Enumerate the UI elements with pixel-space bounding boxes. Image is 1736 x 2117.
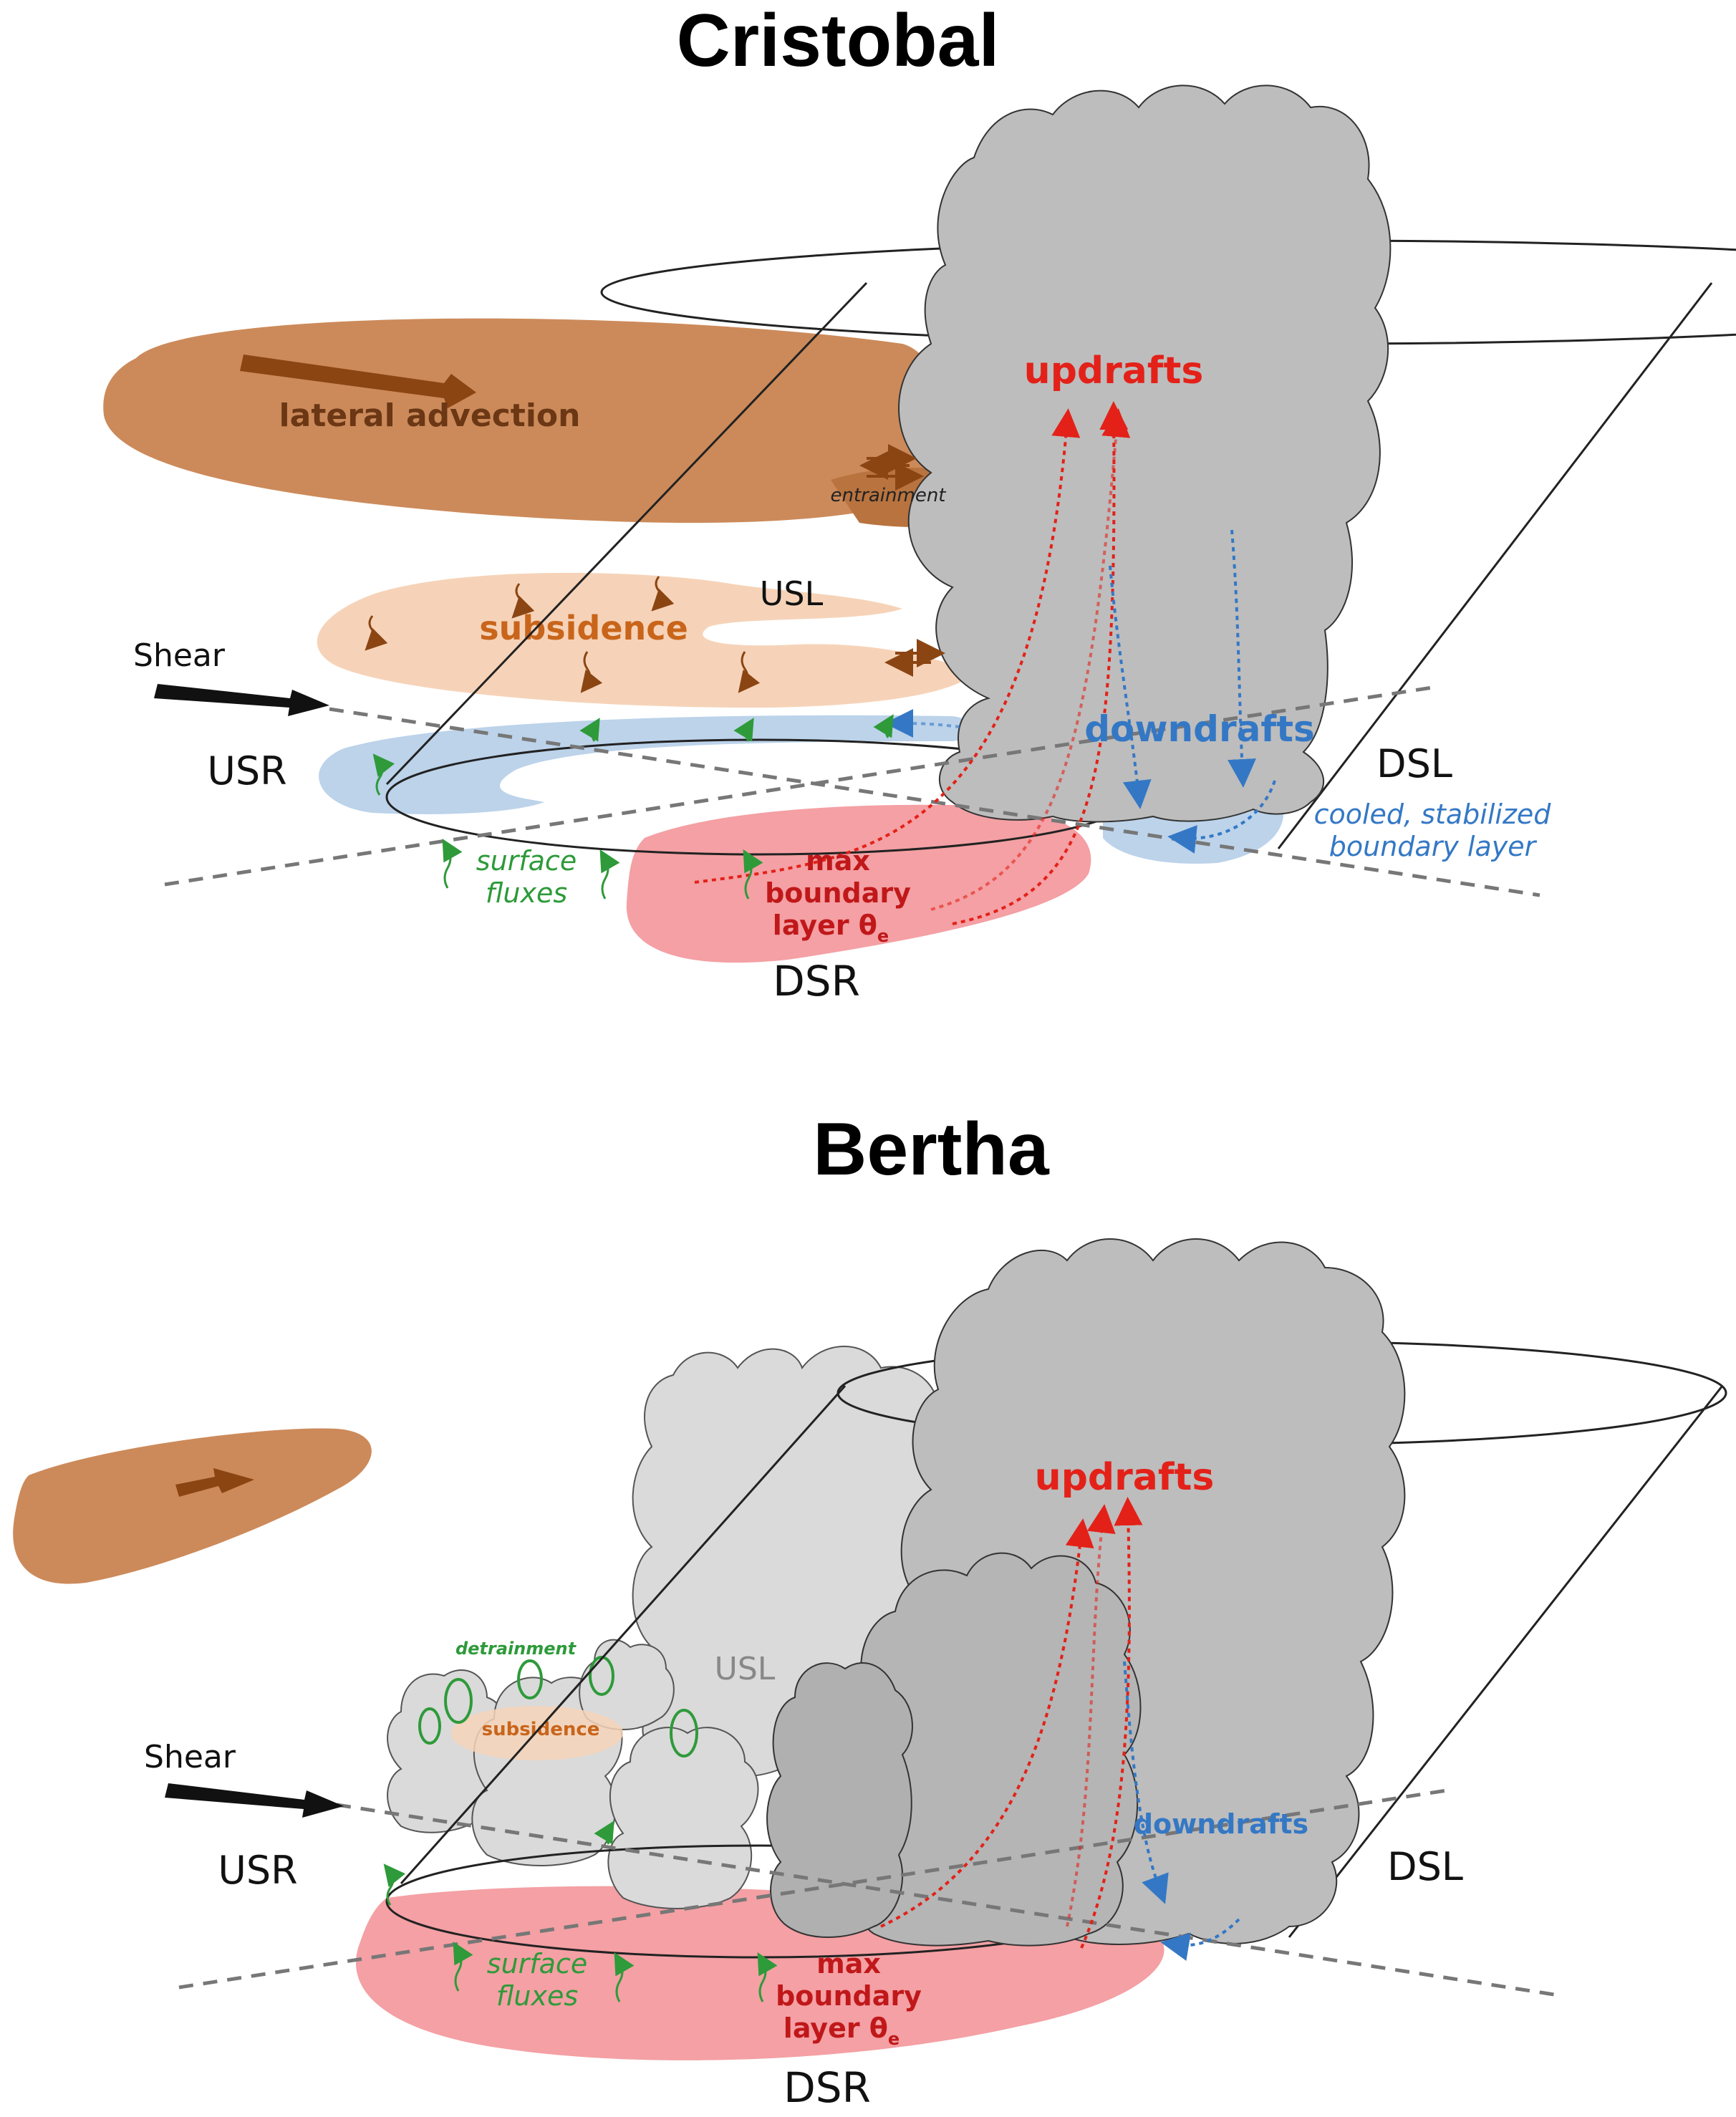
dsr-label: DSR (783, 2063, 871, 2112)
detrainment-swirls (418, 1656, 698, 1757)
cloud-front (766, 1662, 913, 1938)
surface-fluxes-line1: surface (487, 1948, 587, 1979)
usl-label: USL (715, 1651, 776, 1687)
shear-label: Shear (144, 1739, 236, 1775)
max-bl-line2: boundary (776, 1980, 922, 2012)
entrainment-arrows (859, 444, 945, 677)
surface-fluxes-line2: fluxes (486, 877, 567, 909)
dsl-label: DSL (1376, 741, 1452, 786)
cooled-stabilized-line2: boundary layer (1329, 831, 1538, 862)
lateral-advection-region (13, 1428, 372, 1584)
max-bl-line2: boundary (765, 877, 911, 909)
axis-lines (178, 1788, 1555, 1997)
usl-label: USL (760, 574, 824, 613)
detrainment-label: detrainment (455, 1639, 577, 1659)
advection-arrow (240, 355, 476, 408)
usr-boundary-layer-region (319, 715, 974, 814)
subsidence-label: subsidence (482, 1719, 600, 1740)
entrainment-label: entrainment (831, 485, 947, 506)
panel-title: Bertha (813, 1108, 1050, 1191)
downdrafts-label: downdrafts (1134, 1808, 1308, 1840)
cloud-main (898, 85, 1392, 823)
panel-bertha: Bertha USL subsidence detrainment (13, 1108, 1727, 2112)
surface-flux-arrows (372, 714, 894, 900)
dsr-label: DSR (773, 957, 860, 1006)
shear-arrow (154, 684, 329, 716)
downdraft-arrows (1123, 1661, 1240, 1962)
max-bl-line1: max (806, 845, 870, 877)
surface-flux-arrows (383, 1821, 778, 2002)
lateral-advection-label: lateral advection (279, 397, 581, 434)
max-bl-line1: max (816, 1948, 881, 1979)
surface-fluxes-line2: fluxes (496, 1980, 578, 2012)
downdrafts-label: downdrafts (1084, 708, 1315, 750)
usr-label: USR (207, 748, 286, 794)
panel-title: Cristobal (677, 0, 1000, 82)
subsidence-arrows (365, 576, 761, 693)
shear-label: Shear (133, 637, 226, 674)
subsidence-region (451, 1706, 623, 1760)
surface-fluxes-line1: surface (476, 845, 577, 877)
updraft-arrows (694, 401, 1131, 925)
axis-lines (164, 685, 1540, 897)
max-bl-line3: layer θe (783, 2012, 900, 2049)
downdraft-arrows (884, 529, 1276, 854)
max-bl-line3: layer θe (773, 910, 889, 946)
advection-arrow (175, 1468, 254, 1497)
panel-cristobal: Cristobal lateral advection subsidence U… (103, 0, 1736, 1006)
updrafts-label: updrafts (1035, 1456, 1215, 1499)
updraft-arrows (880, 1497, 1143, 1949)
updrafts-label: updrafts (1024, 349, 1204, 392)
usr-label: USR (218, 1848, 297, 1893)
subsidence-region (317, 572, 974, 708)
subsidence-label: subsidence (479, 609, 688, 647)
dsl-label: DSL (1387, 1844, 1463, 1889)
cooled-stabilized-line1: cooled, stabilized (1314, 799, 1552, 830)
shear-arrow (165, 1783, 344, 1818)
